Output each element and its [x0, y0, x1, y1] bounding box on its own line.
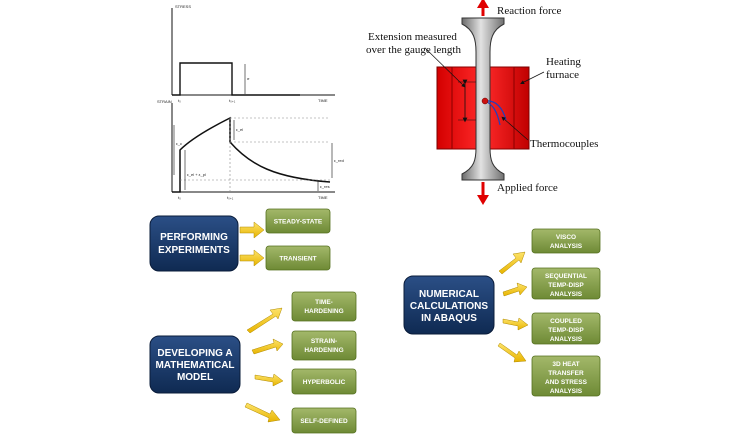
- extension-label-line1: Extension measured: [368, 31, 457, 43]
- thermocouple-point: [481, 97, 489, 105]
- heat-transfer-analysis-box: [531, 355, 601, 397]
- model-arrow-4: [244, 402, 281, 423]
- thermocouples-label: Thermocouples: [530, 138, 598, 150]
- sequential-analysis-line2: TEMP-DISP: [548, 282, 584, 289]
- stress-pulse-line: [172, 62, 300, 96]
- numerical-calculations-line2: CALCULATIONS: [410, 301, 488, 312]
- numerical-calculations-line1: NUMERICAL: [419, 289, 479, 300]
- stress-t0-label: t₀: [178, 98, 181, 103]
- strain-t1-label: t₀₊₁: [227, 195, 234, 200]
- coupled-analysis-line1: COUPLED: [550, 318, 582, 325]
- time-hardening-box: [291, 291, 357, 322]
- applied-force-arrow-head: [477, 195, 489, 205]
- stress-axis-label: STRESS: [175, 4, 191, 9]
- model-arrow-1: [246, 307, 283, 334]
- time-hardening-line2: HARDENING: [304, 308, 343, 315]
- self-defined-label: SELF-DEFINED: [300, 418, 348, 425]
- sequential-analysis-box: [531, 267, 601, 300]
- abaqus-arrow-4: [497, 342, 527, 363]
- heat-transfer-line2: TRANSFER: [548, 370, 584, 377]
- mathematical-model-line3: MODEL: [177, 372, 213, 383]
- applied-force-label: Applied force: [497, 182, 558, 194]
- model-arrow-3: [254, 373, 284, 387]
- abaqus-branch: NUMERICAL CALCULATIONS IN ABAQUS VISCO A…: [403, 228, 601, 397]
- mathematical-model-box: [149, 335, 241, 394]
- strain-hardening-line1: STRAIN-: [311, 338, 337, 345]
- steady-state-label: STEADY-STATE: [274, 219, 323, 226]
- model-arrow-2: [251, 338, 284, 355]
- stress-t1-label: t₀₊₁: [229, 98, 236, 103]
- strain-total-label: ε_c: [176, 141, 182, 146]
- reaction-force-arrow-head: [477, 0, 489, 8]
- coupled-analysis-line3: ANALYSIS: [550, 336, 583, 343]
- experiments-branch: PERFORMING EXPERIMENTS STEADY-STATE TRAN…: [149, 208, 331, 272]
- strain-time-label: TIME: [318, 195, 328, 200]
- heat-transfer-line1: 3D HEAT: [552, 361, 579, 368]
- strain-elastic-label: ε_el: [236, 127, 243, 132]
- strain-graph: STRAIN TIME t₀ t₀₊₁ ε_c ε_el + ε_pl ε_el…: [157, 99, 344, 200]
- strain-curve: [172, 116, 331, 193]
- performing-experiments-line2: EXPERIMENTS: [158, 245, 230, 256]
- numerical-calculations-line3: IN ABAQUS: [421, 313, 477, 324]
- extension-label-line2: over the gauge length: [366, 44, 461, 56]
- performing-experiments-box: [149, 215, 239, 272]
- specimen-illustration: Reaction force Applied force Extension m…: [366, 0, 598, 205]
- transient-box: [265, 245, 331, 271]
- strain-residual-label: ε_res: [320, 184, 330, 189]
- heat-transfer-line4: ANALYSIS: [550, 388, 583, 395]
- hyperbolic-box: [291, 368, 357, 395]
- experiments-arrow-1: [239, 221, 265, 239]
- heat-transfer-line3: AND STRESS: [545, 379, 588, 386]
- abaqus-arrow-3: [502, 317, 529, 331]
- stress-time-label: TIME: [318, 98, 328, 103]
- hyperbolic-label: HYPERBOLIC: [303, 379, 346, 386]
- experiments-arrow-2: [239, 249, 265, 267]
- visco-analysis-box: [531, 228, 601, 254]
- thermocouples-leader: [501, 116, 529, 141]
- visco-analysis-line2: ANALYSIS: [550, 243, 583, 250]
- time-hardening-line1: TIME-: [315, 299, 333, 306]
- strain-hardening-line2: HARDENING: [304, 347, 343, 354]
- abaqus-arrow-2: [502, 282, 528, 297]
- strain-recovery-label: ε_red: [334, 158, 344, 163]
- coupled-analysis-line2: TEMP-DISP: [548, 327, 584, 334]
- abaqus-arrow-1: [498, 251, 526, 275]
- mathematical-model-line1: DEVELOPING A: [157, 348, 232, 359]
- steady-state-box: [265, 208, 331, 234]
- strain-hardening-box: [291, 330, 357, 361]
- performing-experiments-line1: PERFORMING: [160, 232, 228, 243]
- model-branch: DEVELOPING A MATHEMATICAL MODEL TIME- HA…: [149, 291, 357, 434]
- reaction-force-label: Reaction force: [497, 5, 562, 17]
- sequential-analysis-line3: ANALYSIS: [550, 291, 583, 298]
- strain-t0-label: t₀: [178, 195, 181, 200]
- numerical-calculations-box: [403, 275, 495, 335]
- stress-sigma-label: σ: [247, 76, 250, 81]
- stress-graph: STRESS TIME t₀ t₀₊₁ σ: [171, 4, 335, 103]
- strain-axis-label: STRAIN: [157, 99, 172, 104]
- sequential-analysis-line1: SEQUENTIAL: [545, 273, 587, 280]
- coupled-analysis-box: [531, 312, 601, 345]
- furnace-label-line1: Heating: [546, 56, 581, 68]
- furnace-label-line2: furnace: [546, 69, 579, 81]
- self-defined-box: [291, 407, 357, 434]
- visco-analysis-line1: VISCO: [556, 234, 576, 241]
- mathematical-model-line2: MATHEMATICAL: [155, 360, 234, 371]
- extension-leader: [424, 47, 466, 88]
- furnace-leader: [520, 71, 545, 84]
- strain-initial-label: ε_el + ε_pl: [187, 172, 206, 177]
- transient-label: TRANSIENT: [279, 256, 316, 263]
